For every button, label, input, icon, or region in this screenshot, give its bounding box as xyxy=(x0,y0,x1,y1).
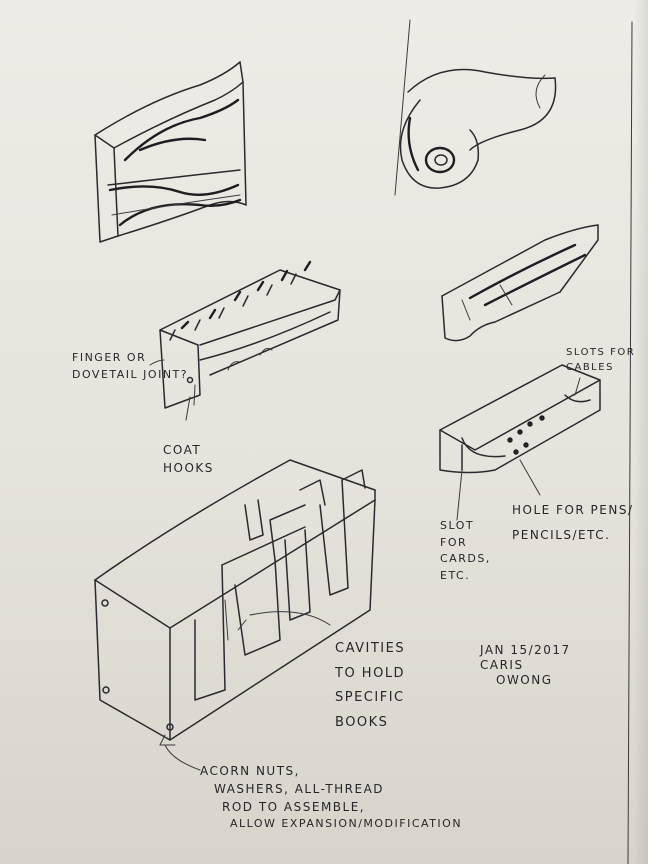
sketch-wave-shelf xyxy=(94,61,247,243)
hole-for-pens-note: HOLE FOR PENS/ PENCILS/ETC. xyxy=(512,498,634,548)
slot-for-cards-line-1: SLOT xyxy=(440,519,475,532)
slots-for-cables-line-1: SLOTS FOR xyxy=(566,347,636,358)
cavities-line-3: SPECIFIC xyxy=(335,690,405,706)
hardware-note: ACORN NUTS, WASHERS, ALL-THREAD ROD TO A… xyxy=(200,762,462,833)
signature-note: JAN 15/2017 CARIS OWONG xyxy=(480,643,571,688)
joint-note-line-1: FINGER OR xyxy=(72,351,147,364)
slot-for-cards-line-2: FOR xyxy=(440,535,468,549)
cavities-note: CAVITIES TO HOLD SPECIFIC BOOKS xyxy=(335,637,405,736)
sketch-hook-rack xyxy=(159,260,341,409)
cavities-line-1: CAVITIES xyxy=(335,641,406,656)
hardware-line-2: WASHERS, ALL-THREAD xyxy=(214,782,385,796)
hardware-line-1: ACORN NUTS, xyxy=(200,764,300,778)
hole-for-pens-line-2: PENCILS/ETC. xyxy=(512,528,611,543)
cavities-line-2: TO HOLD xyxy=(335,665,406,681)
cavities-line-4: BOOKS xyxy=(335,715,389,731)
signature-name-1: CARIS xyxy=(480,658,524,672)
hole-for-pens-line-1: HOLE FOR PENS/ xyxy=(512,503,634,517)
slots-for-cables-line-2: CABLES xyxy=(566,362,614,373)
coat-hooks-line-2: HOOKS xyxy=(163,461,214,475)
joint-note: FINGER OR DOVETAIL JOINT? xyxy=(72,350,188,383)
slot-for-cards-note: SLOT FOR CARDS, ETC. xyxy=(440,518,491,584)
hardware-line-3: ROD TO ASSEMBLE, xyxy=(222,800,366,814)
coat-hooks-note: COAT HOOKS xyxy=(163,441,214,477)
slot-for-cards-line-3: CARDS, xyxy=(440,552,491,565)
slots-for-cables-note: SLOTS FOR CABLES xyxy=(566,345,635,375)
coat-hooks-line-1: COAT xyxy=(163,443,202,457)
hardware-line-4: ALLOW EXPANSION/MODIFICATION xyxy=(230,817,463,830)
sketch-leader-lines xyxy=(149,359,331,771)
signature-date: JAN 15/2017 xyxy=(480,643,571,657)
sketch-curved-stand xyxy=(441,224,599,342)
page-edge-line xyxy=(627,21,633,864)
joint-note-line-2: DOVETAIL JOINT? xyxy=(72,367,189,381)
sketch-desk-organizer xyxy=(439,364,601,521)
sketch-rolled-leaf xyxy=(394,19,557,196)
sketch-book-cavity-shelf xyxy=(94,459,376,746)
signature-name-2: OWONG xyxy=(496,673,553,687)
slot-for-cards-line-4: ETC. xyxy=(440,568,471,582)
